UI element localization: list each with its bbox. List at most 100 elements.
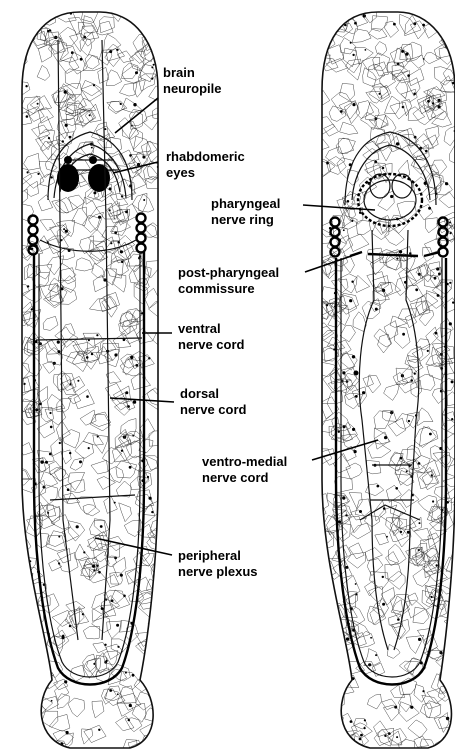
plexus-node bbox=[147, 476, 149, 478]
plexus-cell bbox=[392, 65, 408, 80]
plexus-cell bbox=[384, 384, 400, 401]
plexus-cell bbox=[312, 713, 327, 732]
plexus-node bbox=[57, 350, 60, 353]
plexus-node bbox=[120, 250, 123, 253]
plexus-node bbox=[40, 460, 43, 463]
plexus-cell bbox=[355, 47, 374, 64]
plexus-node bbox=[437, 24, 439, 26]
plexus-cell bbox=[24, 153, 40, 170]
plexus-node bbox=[427, 350, 429, 352]
plexus-node bbox=[445, 182, 448, 185]
plexus-cell bbox=[32, 125, 50, 141]
plexus-node bbox=[390, 195, 393, 198]
plexus-cell bbox=[49, 714, 70, 731]
plexus-cell bbox=[319, 13, 333, 26]
plexus-cell bbox=[321, 704, 333, 720]
plexus-cell bbox=[395, 468, 414, 485]
plexus-node bbox=[360, 734, 363, 737]
plexus-cell bbox=[23, 633, 45, 651]
plexus-cell bbox=[93, 643, 107, 653]
plexus-node bbox=[149, 497, 152, 500]
plexus-cell bbox=[63, 430, 80, 449]
plexus-node bbox=[342, 496, 345, 499]
plexus-cell bbox=[19, 538, 31, 556]
plexus-cell bbox=[23, 172, 44, 189]
plexus-node bbox=[410, 379, 413, 382]
plexus-cell bbox=[378, 191, 394, 211]
plexus-cell bbox=[104, 496, 118, 514]
plexus-cell bbox=[418, 495, 438, 513]
plexus-node bbox=[86, 395, 89, 398]
plexus-node bbox=[359, 510, 362, 513]
plexus-cell bbox=[15, 112, 32, 125]
plexus-cell bbox=[374, 287, 390, 300]
plexus-node bbox=[65, 124, 68, 127]
plexus-node bbox=[49, 412, 51, 414]
plexus-cell bbox=[348, 234, 369, 252]
plexus-cell bbox=[77, 497, 96, 515]
plexus-cell bbox=[87, 535, 107, 551]
plexus-cell bbox=[40, 485, 58, 504]
plexus-cell bbox=[366, 248, 383, 264]
plexus-node bbox=[419, 522, 421, 524]
plexus-cell bbox=[151, 605, 166, 622]
plexus-cell bbox=[405, 285, 423, 302]
label-dorsal-nerve-cord: dorsal nerve cord bbox=[180, 386, 247, 417]
plexus-cell bbox=[102, 226, 120, 241]
plexus-cell bbox=[336, 713, 357, 731]
plexus-cell bbox=[344, 101, 359, 124]
plexus-cell bbox=[53, 374, 68, 392]
plexus-cell bbox=[313, 634, 333, 647]
plexus-cell bbox=[90, 521, 107, 537]
plexus-cell bbox=[315, 507, 326, 518]
plexus-cell bbox=[120, 179, 135, 196]
plexus-node bbox=[352, 103, 355, 106]
plexus-cell bbox=[83, 626, 99, 639]
plexus-cell bbox=[27, 96, 44, 116]
plexus-cell bbox=[91, 412, 111, 427]
plexus-cell bbox=[447, 458, 455, 477]
plexus-cell bbox=[135, 632, 151, 646]
plexus-node bbox=[340, 110, 343, 113]
plexus-cell bbox=[410, 55, 425, 68]
plexus-cell bbox=[346, 463, 362, 479]
plexus-cell bbox=[365, 548, 383, 561]
plexus-cell bbox=[23, 676, 40, 686]
plexus-cell bbox=[18, 689, 33, 701]
plexus-cell bbox=[412, 344, 430, 361]
plexus-cell bbox=[144, 456, 165, 470]
plexus-node bbox=[422, 24, 425, 27]
plexus-node bbox=[375, 308, 378, 311]
plexus-node bbox=[91, 147, 93, 149]
label-pharyngeal-nerve-ring: pharyngeal nerve ring bbox=[211, 196, 284, 227]
plexus-node bbox=[117, 693, 119, 695]
plexus-cell bbox=[449, 145, 455, 164]
plexus-cell bbox=[314, 55, 330, 68]
plexus-node bbox=[393, 23, 396, 26]
plexus-cell bbox=[40, 141, 56, 159]
plexus-cell bbox=[149, 300, 171, 319]
label-ventro-medial-nerve-cord: ventro-medial nerve cord bbox=[202, 454, 291, 485]
plexus-cell bbox=[389, 544, 407, 564]
plexus-node bbox=[71, 51, 74, 54]
plexus-node bbox=[422, 690, 424, 692]
plexus-cell bbox=[56, 421, 70, 441]
plexus-cell bbox=[426, 126, 440, 145]
plexus-cell bbox=[408, 69, 424, 86]
label-ventral-nerve-cord: ventral nerve cord bbox=[178, 321, 245, 352]
plexus-node bbox=[345, 566, 348, 569]
plexus-cell bbox=[83, 505, 100, 516]
plexus-cell bbox=[398, 739, 415, 752]
plexus-cell bbox=[38, 592, 50, 606]
plexus-cell bbox=[80, 37, 92, 56]
plexus-cell bbox=[333, 502, 347, 516]
plexus-node bbox=[27, 691, 30, 694]
plexus-node bbox=[93, 84, 95, 86]
plexus-cell bbox=[36, 533, 50, 548]
plexus-node bbox=[79, 460, 82, 463]
plexus-cell bbox=[56, 220, 74, 236]
plexus-cell bbox=[390, 595, 410, 613]
plexus-cell bbox=[426, 291, 444, 309]
plexus-cell bbox=[352, 29, 371, 43]
plexus-cell bbox=[357, 631, 375, 648]
